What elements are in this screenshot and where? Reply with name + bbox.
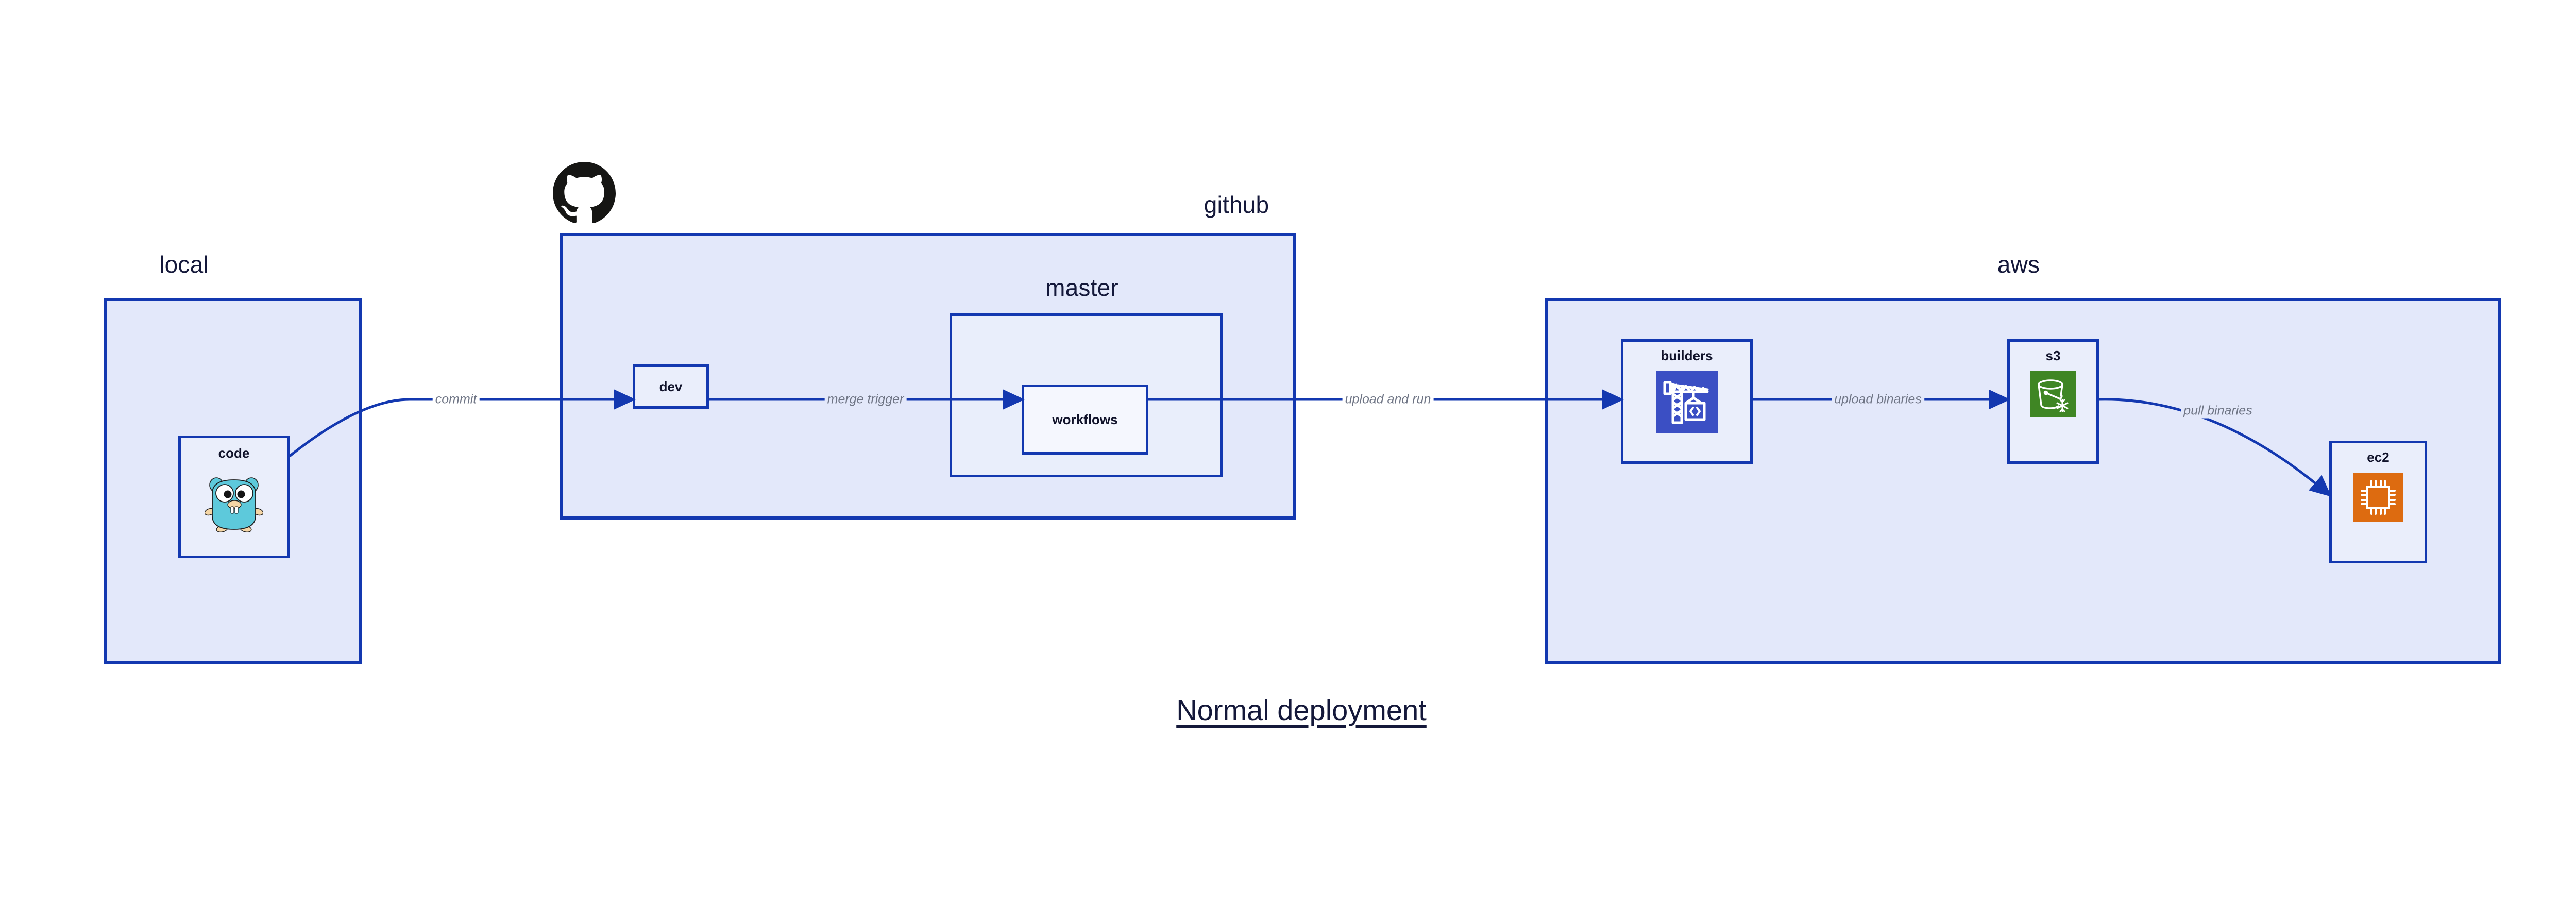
edge-label-pull-binaries: pull binaries [2181,403,2255,419]
node-code-label: code [218,445,250,461]
github-octocat-logo [553,162,616,227]
group-label-local: local [159,251,209,278]
edge-label-commit: commit [432,392,480,407]
aws-builders-crane-icon [1656,371,1718,436]
aws-ec2-chip-icon [2353,473,2403,525]
node-workflows-label: workflows [1052,411,1118,427]
node-workflows[interactable]: workflows [1022,385,1148,455]
go-gopher-icon [204,466,264,535]
node-dev-label: dev [659,378,683,394]
edge-label-upload-binaries: upload binaries [1832,392,1924,407]
node-ec2-label: ec2 [2367,449,2389,465]
node-ec2[interactable]: ec2 [2329,441,2427,563]
node-builders[interactable]: builders [1621,339,1753,464]
node-dev[interactable]: dev [633,364,709,409]
group-label-aws: aws [1997,251,2040,278]
diagram-title: Normal deployment [1176,694,1427,726]
edge-label-merge-trigger: merge trigger [824,392,907,407]
node-code[interactable]: code [178,436,290,558]
node-builders-label: builders [1660,348,1713,363]
aws-s3-bucket-icon [2030,371,2076,420]
node-s3[interactable]: s3 [2007,339,2099,464]
node-s3-label: s3 [2045,348,2061,363]
group-label-github: github [1204,191,1269,218]
edge-label-upload-and-run: upload and run [1342,392,1434,407]
group-label-master: master [1045,274,1118,301]
